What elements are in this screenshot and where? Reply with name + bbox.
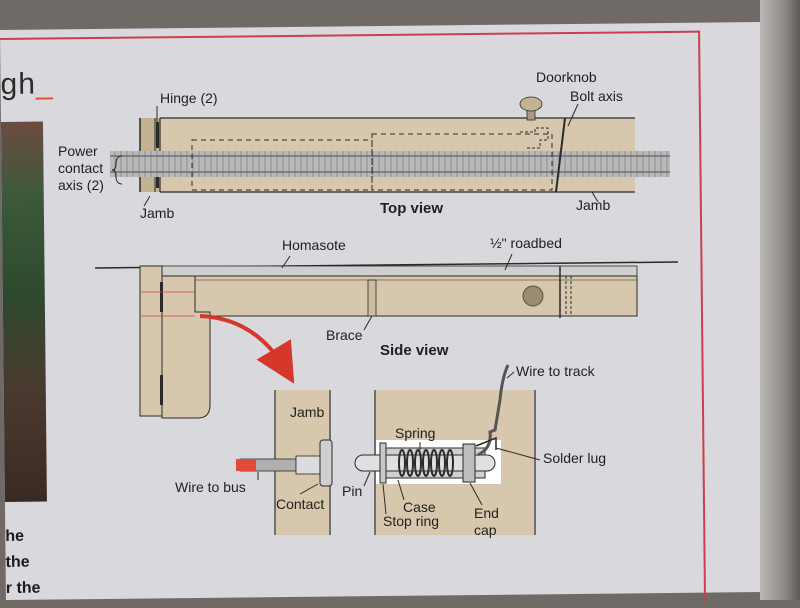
doorknob-stem [526,109,536,121]
leader-line [382,483,387,515]
hinge-side-icon [160,282,163,312]
leader-line [591,191,599,203]
top-view-title: Top view [380,200,443,217]
hinge-label: Hinge (2) [160,90,218,106]
leader-line [495,447,541,461]
homasote-layer [161,265,638,277]
jamb-post [161,275,211,419]
leader-line [567,103,579,127]
track-wire [477,364,510,457]
side-board [161,275,638,317]
case-label: Case [403,499,436,515]
hidden-brace-outline [191,139,373,191]
leader-line [143,195,151,207]
stop-ring-label: Stop ring [383,513,439,529]
leader-line [281,255,291,269]
leader-line [299,483,319,495]
end-cap-label: End [474,505,499,521]
brace-label: Brace [326,327,363,343]
jamb-detail-label: Jamb [290,404,324,420]
bus-wire-tip [236,459,256,471]
jamb-left-label: Jamb [140,205,174,221]
roadbed-label: ½" roadbed [490,235,562,251]
power-contact-label: axis (2) [58,177,104,193]
bolt-axis-label: Bolt axis [570,88,623,104]
hinge-side-icon [160,375,163,405]
doorknob-icon [519,96,543,112]
leader-line [469,482,483,506]
leader-line [506,371,515,379]
leader-line [363,471,371,487]
end-cap-label: cap [474,522,497,538]
doorknob-label: Doorknob [536,69,597,85]
pin-label: Pin [342,483,362,499]
contact-detail: Jamb Wire to bus Contact Wire to track S… [175,363,606,538]
hidden-brace-outline [371,133,553,191]
spring-coils [398,449,454,477]
callout-arrow [199,314,295,384]
wire-to-bus-label: Wire to bus [175,479,246,495]
power-contact-label: contact [58,160,103,176]
contact-shaft [295,455,322,475]
contact-plate [319,439,333,487]
power-contact-label: Power [58,143,98,159]
end-cap [462,443,476,483]
top-view: Hinge (2) Power contact axis (2) Jamb Do… [58,69,670,221]
jamb-right-label: Jamb [576,197,610,213]
solder-lug [475,436,497,450]
pin-shaft [354,454,496,472]
brace-block [367,279,377,317]
solder-lug-label: Solder lug [543,450,606,466]
doorknob-side-icon [522,285,544,307]
contact-label: Contact [276,496,324,512]
track-top-view [110,151,670,177]
hinge-icon [156,122,159,148]
side-view: Homasote ½" roadbed Brace Side view [94,235,679,419]
homasote-label: Homasote [282,237,346,253]
leader-line [397,479,405,501]
latch-outline [520,127,549,149]
wire-to-track-label: Wire to track [516,363,596,379]
spring-label: Spring [395,425,435,441]
page-gutter-shadow [760,0,800,600]
side-view-title: Side view [380,342,449,359]
leader-line [504,253,513,271]
stop-ring [379,442,387,484]
bolt-axis-line [555,117,566,193]
left-jamb-side [139,265,163,417]
hinge-icon [156,168,159,188]
power-contact-brace [111,155,123,185]
leader-line [363,315,373,331]
